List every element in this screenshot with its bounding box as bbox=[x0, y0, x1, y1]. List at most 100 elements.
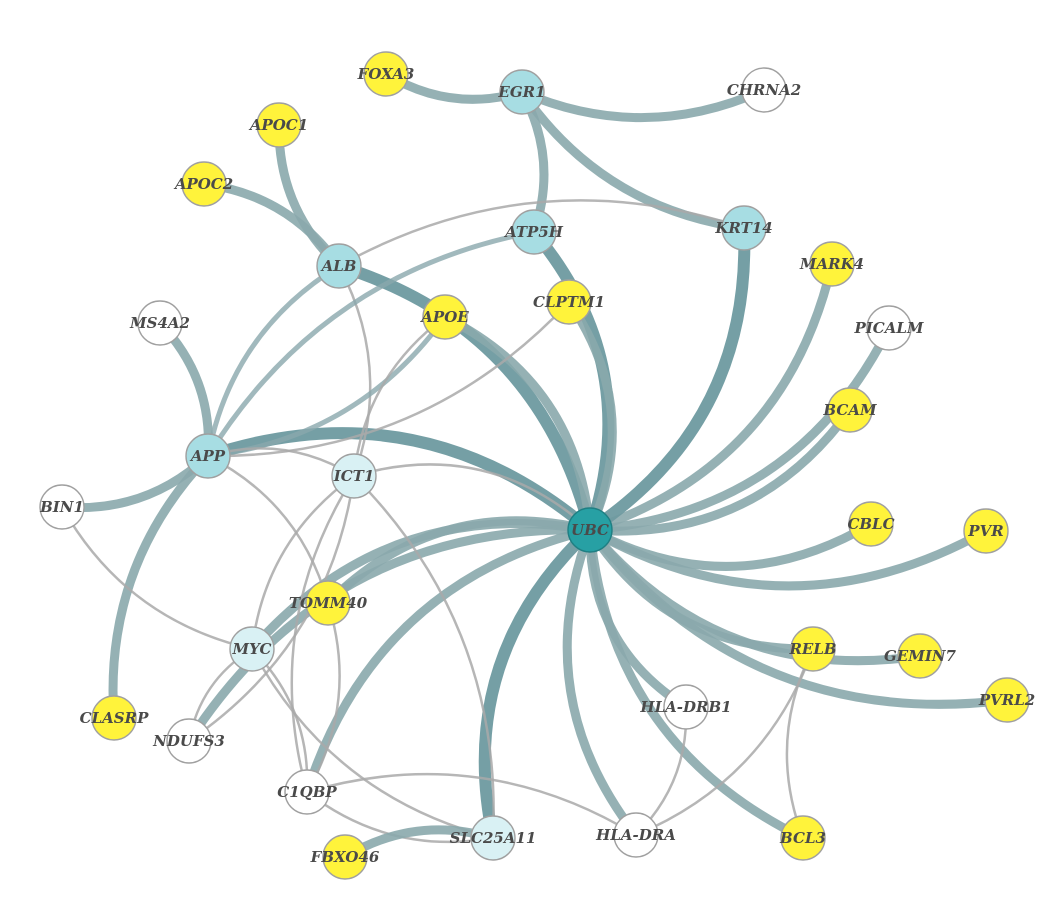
node-circle-tomm40[interactable] bbox=[305, 580, 351, 626]
edge-ubc-krt14 bbox=[584, 222, 751, 536]
node-label-ms4a2: MS4A2 bbox=[129, 314, 190, 332]
node-apoe[interactable]: APOE bbox=[419, 294, 469, 340]
node-bcl3[interactable]: BCL3 bbox=[779, 815, 826, 861]
node-hla-drb1[interactable]: HLA-DRB1 bbox=[639, 684, 732, 730]
node-label-hla-drb1: HLA-DRB1 bbox=[639, 698, 731, 716]
node-label-myc: MYC bbox=[232, 640, 272, 658]
node-circle-fbxo46[interactable] bbox=[322, 834, 368, 880]
node-circle-pvrl2[interactable] bbox=[984, 677, 1030, 723]
node-mark4[interactable]: MARK4 bbox=[799, 241, 864, 287]
edge-c1qbp-hla-dra bbox=[305, 772, 638, 837]
node-ndufs3[interactable]: NDUFS3 bbox=[152, 718, 225, 764]
node-alb[interactable]: ALB bbox=[316, 243, 362, 289]
node-label-krt14: KRT14 bbox=[714, 219, 772, 237]
node-c1qbp[interactable]: C1QBP bbox=[277, 769, 337, 815]
node-foxa3[interactable]: FOXA3 bbox=[357, 51, 415, 97]
node-circle-ms4a2[interactable] bbox=[137, 300, 183, 346]
node-circle-apoc1[interactable] bbox=[256, 102, 302, 148]
node-circle-gemin7[interactable] bbox=[897, 633, 943, 679]
node-circle-picalm[interactable] bbox=[866, 305, 912, 351]
node-fbxo46[interactable]: FBXO46 bbox=[310, 834, 380, 880]
node-circle-clptm1[interactable] bbox=[546, 279, 592, 325]
node-label-chrna2: CHRNA2 bbox=[727, 81, 801, 99]
node-gemin7[interactable]: GEMIN7 bbox=[884, 633, 957, 679]
edges-layer bbox=[57, 69, 1012, 862]
edge-app-tomm40 bbox=[206, 454, 330, 605]
node-label-bcam: BCAM bbox=[822, 401, 877, 419]
node-bin1[interactable]: BIN1 bbox=[39, 484, 85, 530]
node-circle-bcl3[interactable] bbox=[780, 815, 826, 861]
node-circle-bcam[interactable] bbox=[827, 387, 873, 433]
edge-ubc-hla-dra bbox=[562, 525, 641, 840]
node-myc[interactable]: MYC bbox=[229, 626, 275, 672]
node-ubc[interactable]: UBC bbox=[567, 507, 613, 553]
node-circle-atp5h[interactable] bbox=[511, 209, 557, 255]
node-circle-relb[interactable] bbox=[790, 626, 836, 672]
node-cblc[interactable]: CBLC bbox=[847, 501, 895, 547]
node-label-alb: ALB bbox=[320, 257, 357, 275]
edge-relb-hla-dra bbox=[634, 647, 815, 837]
node-circle-egr1[interactable] bbox=[499, 69, 545, 115]
node-label-cblc: CBLC bbox=[847, 515, 894, 533]
node-apoc2[interactable]: APOC2 bbox=[173, 161, 233, 207]
node-picalm[interactable]: PICALM bbox=[853, 305, 924, 351]
node-circle-ict1[interactable] bbox=[331, 453, 377, 499]
node-circle-myc[interactable] bbox=[229, 626, 275, 672]
node-circle-slc25a11[interactable] bbox=[470, 815, 516, 861]
node-bcam[interactable]: BCAM bbox=[822, 387, 877, 433]
node-app[interactable]: APP bbox=[185, 433, 231, 479]
node-label-picalm: PICALM bbox=[853, 319, 923, 337]
node-clasrp[interactable]: CLASRP bbox=[80, 695, 149, 741]
node-circle-apoe[interactable] bbox=[422, 294, 468, 340]
edge-ict1-slc25a11 bbox=[352, 474, 495, 840]
node-hla-dra[interactable]: HLA-DRA bbox=[595, 812, 676, 858]
node-tomm40[interactable]: TOMM40 bbox=[289, 580, 368, 626]
node-circle-bin1[interactable] bbox=[39, 484, 85, 530]
node-ms4a2[interactable]: MS4A2 bbox=[129, 300, 190, 346]
node-circle-ndufs3[interactable] bbox=[166, 718, 212, 764]
node-ict1[interactable]: ICT1 bbox=[331, 453, 377, 499]
node-circle-apoc2[interactable] bbox=[181, 161, 227, 207]
node-egr1[interactable]: EGR1 bbox=[497, 69, 546, 115]
node-label-clasrp: CLASRP bbox=[80, 709, 149, 727]
edge-ubc-apoe bbox=[440, 312, 595, 535]
node-krt14[interactable]: KRT14 bbox=[714, 205, 773, 251]
node-label-c1qbp: C1QBP bbox=[277, 783, 337, 801]
node-circle-foxa3[interactable] bbox=[363, 51, 409, 97]
node-circle-mark4[interactable] bbox=[809, 241, 855, 287]
edge-ubc-relb bbox=[585, 525, 818, 654]
node-relb[interactable]: RELB bbox=[788, 626, 837, 672]
node-circle-app[interactable] bbox=[185, 433, 231, 479]
node-label-relb: RELB bbox=[788, 640, 836, 658]
node-circle-chrna2[interactable] bbox=[741, 67, 787, 113]
node-label-ict1: ICT1 bbox=[333, 467, 375, 485]
node-label-apoc2: APOC2 bbox=[173, 175, 233, 193]
node-label-atp5h: ATP5H bbox=[503, 223, 564, 241]
node-label-fbxo46: FBXO46 bbox=[310, 848, 380, 866]
node-circle-alb[interactable] bbox=[316, 243, 362, 289]
node-circle-krt14[interactable] bbox=[721, 205, 767, 251]
node-label-slc25a11: SLC25A11 bbox=[450, 829, 537, 847]
node-label-bin1: BIN1 bbox=[39, 498, 84, 516]
node-apoc1[interactable]: APOC1 bbox=[248, 102, 308, 148]
node-label-egr1: EGR1 bbox=[497, 83, 545, 101]
node-circle-clasrp[interactable] bbox=[91, 695, 137, 741]
node-circle-c1qbp[interactable] bbox=[284, 769, 330, 815]
node-circle-cblc[interactable] bbox=[848, 501, 894, 547]
node-circle-ubc[interactable] bbox=[567, 507, 613, 553]
node-label-foxa3: FOXA3 bbox=[357, 65, 415, 83]
edge-ubc-bcam bbox=[585, 405, 855, 536]
node-atp5h[interactable]: ATP5H bbox=[503, 209, 564, 255]
node-clptm1[interactable]: CLPTM1 bbox=[533, 279, 605, 325]
node-circle-hla-drb1[interactable] bbox=[663, 684, 709, 730]
node-chrna2[interactable]: CHRNA2 bbox=[727, 67, 801, 113]
node-pvrl2[interactable]: PVRL2 bbox=[978, 677, 1035, 723]
node-circle-hla-dra[interactable] bbox=[613, 812, 659, 858]
node-pvr[interactable]: PVR bbox=[963, 508, 1009, 554]
edge-ubc-mark4 bbox=[585, 259, 837, 535]
node-slc25a11[interactable]: SLC25A11 bbox=[450, 815, 537, 861]
edge-ubc-picalm bbox=[585, 323, 894, 535]
edge-egr1-chrna2 bbox=[517, 85, 769, 123]
node-circle-pvr[interactable] bbox=[963, 508, 1009, 554]
